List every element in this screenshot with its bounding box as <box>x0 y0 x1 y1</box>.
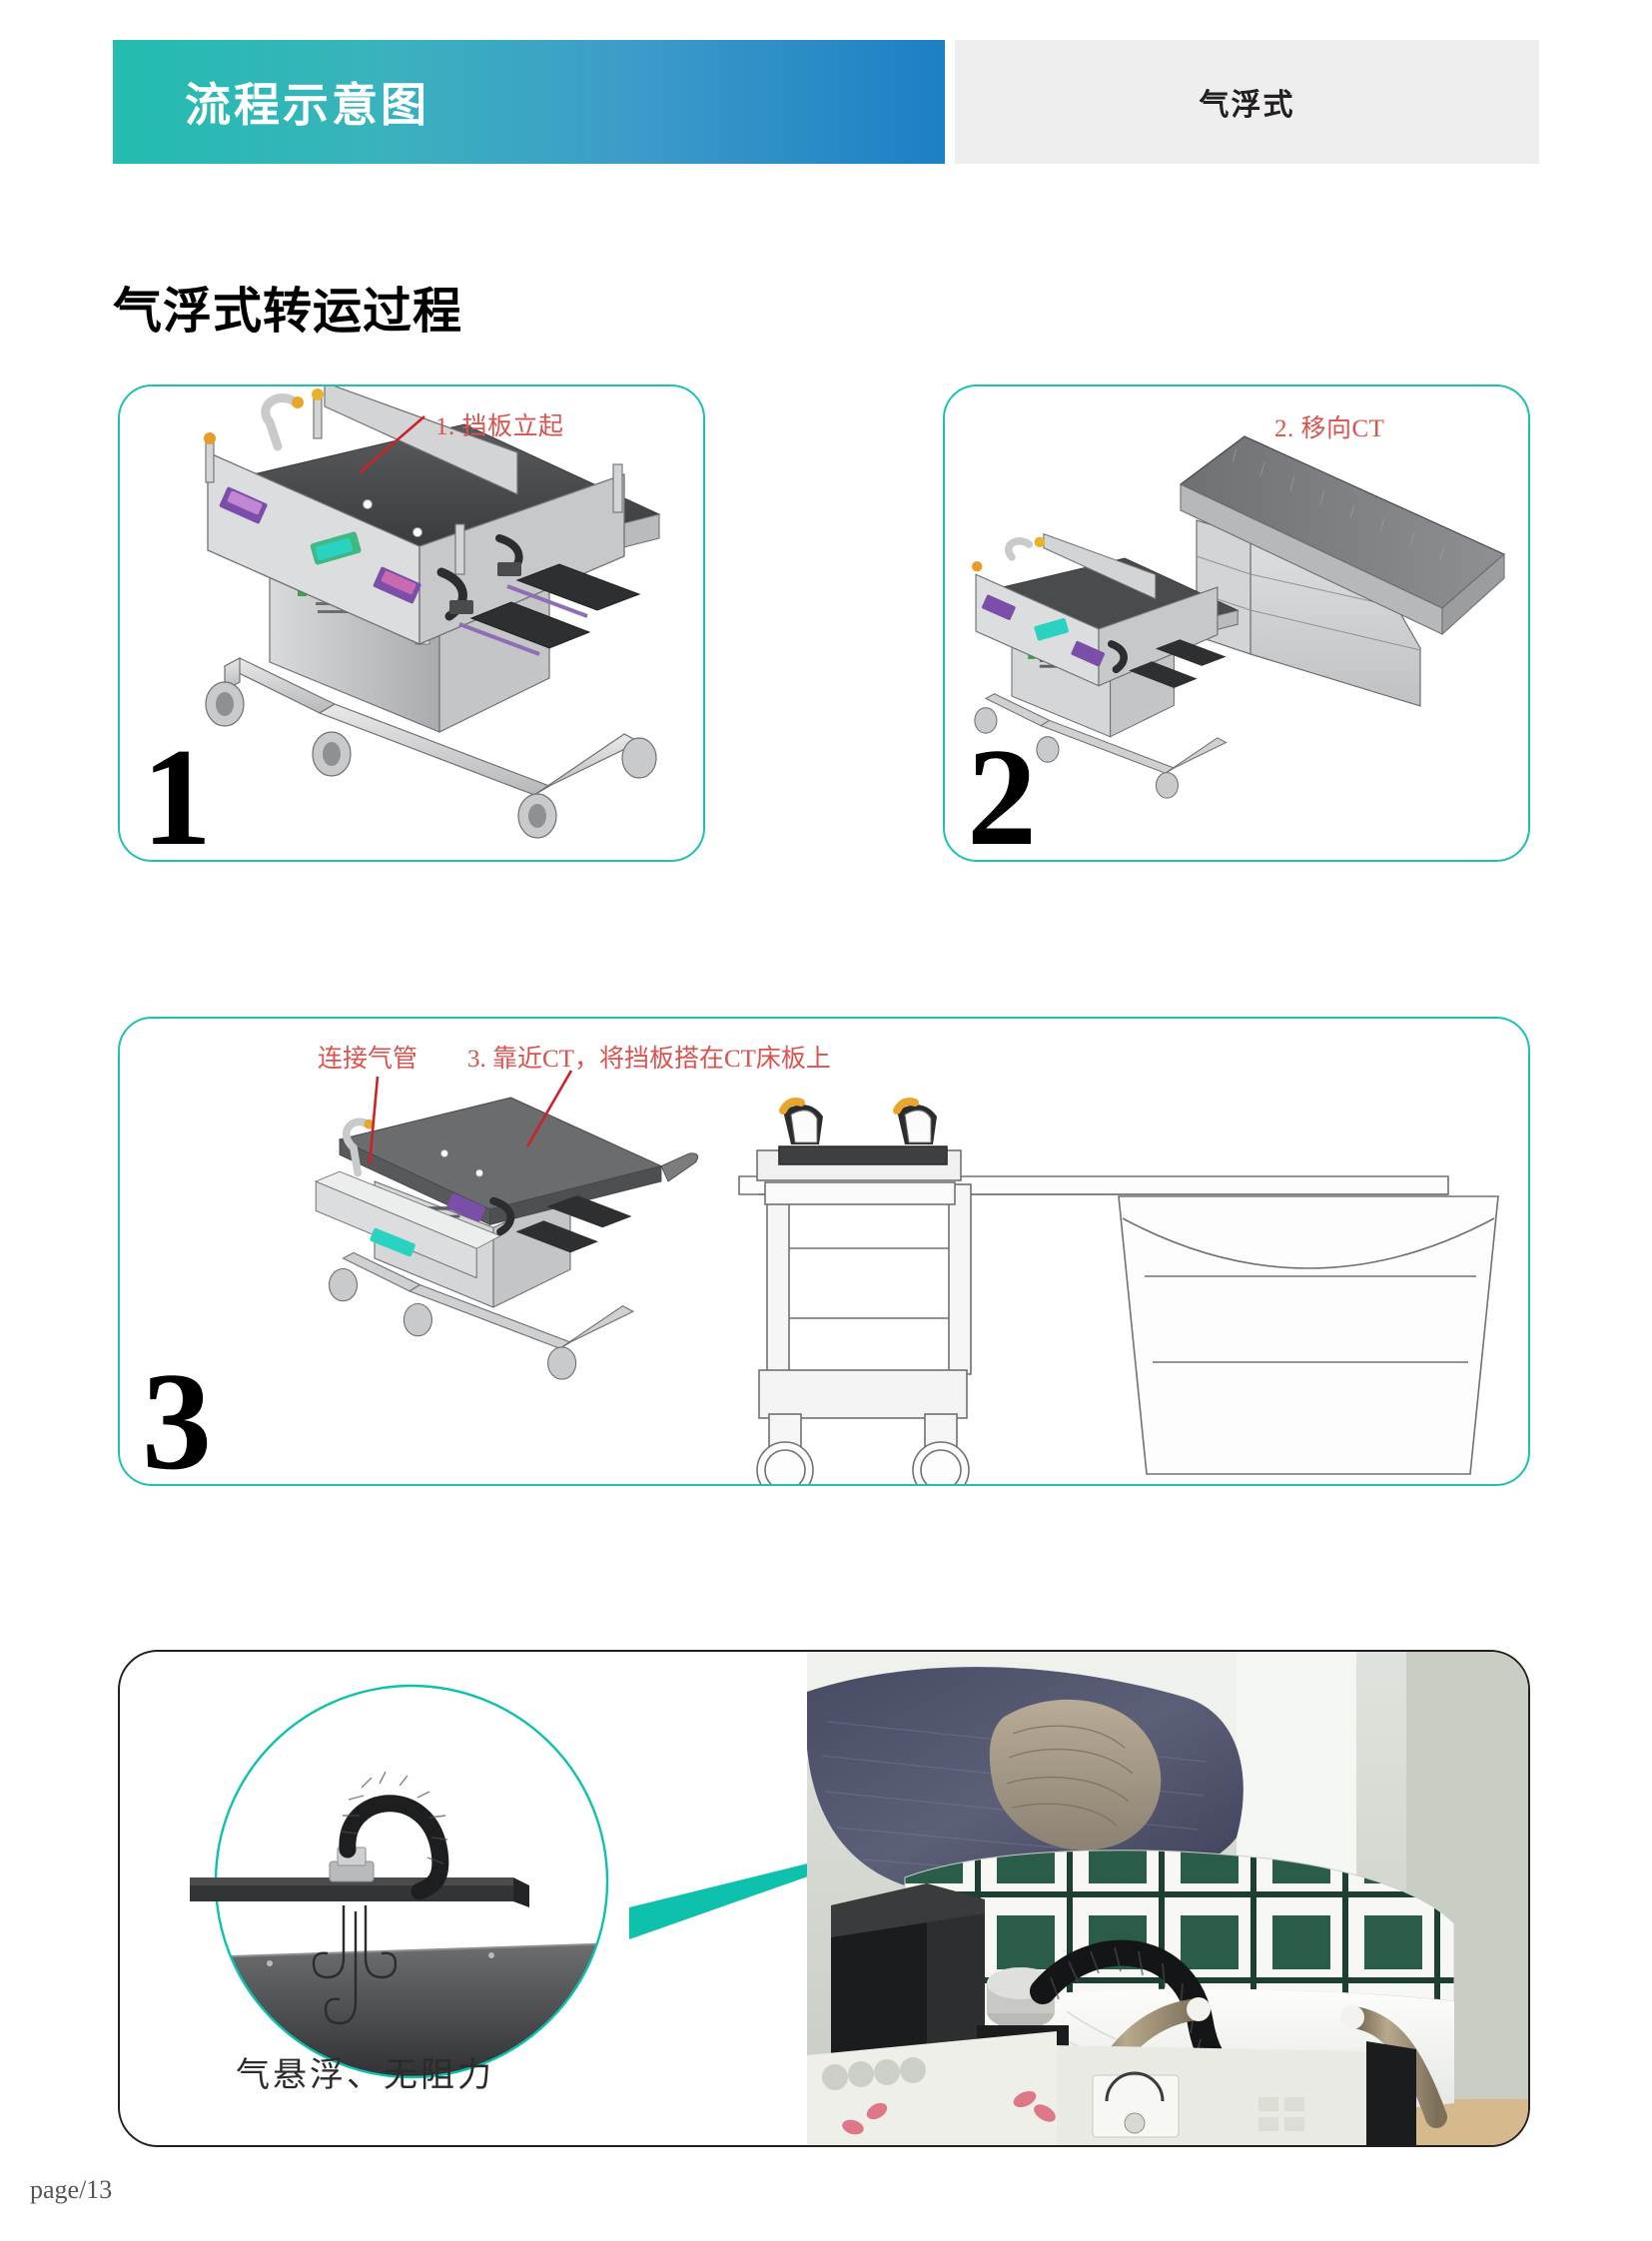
section-heading: 气浮式转运过程 <box>113 285 463 339</box>
header-category-label: 气浮式 <box>1199 89 1295 122</box>
step-panel-2: 2. 移向CT 2 <box>943 384 1530 875</box>
patient-transfer-photo <box>807 1652 1528 2145</box>
step-panel-3: 连接气管 3. 靠近CT，将挡板搭在CT床板上 3 <box>118 1017 1530 1499</box>
annotation-step1: 1. 挡板立起 <box>435 413 564 440</box>
step-panel-1: 1. 挡板立起 1 <box>118 384 705 875</box>
photo-content <box>807 1652 1528 2145</box>
page-title: 流程示意图 <box>185 79 429 131</box>
page-header: 流程示意图 气浮式 <box>0 40 1652 168</box>
annotation-step3-a-text: 连接气管 <box>318 1045 417 1073</box>
header-title-bar: 流程示意图 <box>113 40 945 164</box>
feature-caption: 气悬浮、无阻力 <box>236 2056 494 2094</box>
annotation-step2: 2. 移向CT <box>1274 415 1385 442</box>
step-number-1: 1 <box>142 719 212 875</box>
trolley-illustration-step1 <box>204 386 661 839</box>
page-footer: page/13 <box>30 2175 113 2204</box>
trolley-ct-docking-illustration-step3: 连接气管 3. 靠近CT，将挡板搭在CT床板上 <box>315 1045 1499 1484</box>
header-category-box: 气浮式 <box>955 40 1539 164</box>
annotation-step3-b-text: 3. 靠近CT，将挡板搭在CT床板上 <box>467 1045 831 1073</box>
trolley-and-ct-table-illustration-step2 <box>971 435 1506 799</box>
feature-panel: 气悬浮、无阻力 <box>118 1650 1530 2147</box>
step-number-2: 2 <box>967 719 1037 875</box>
step-number-3: 3 <box>142 1343 212 1499</box>
